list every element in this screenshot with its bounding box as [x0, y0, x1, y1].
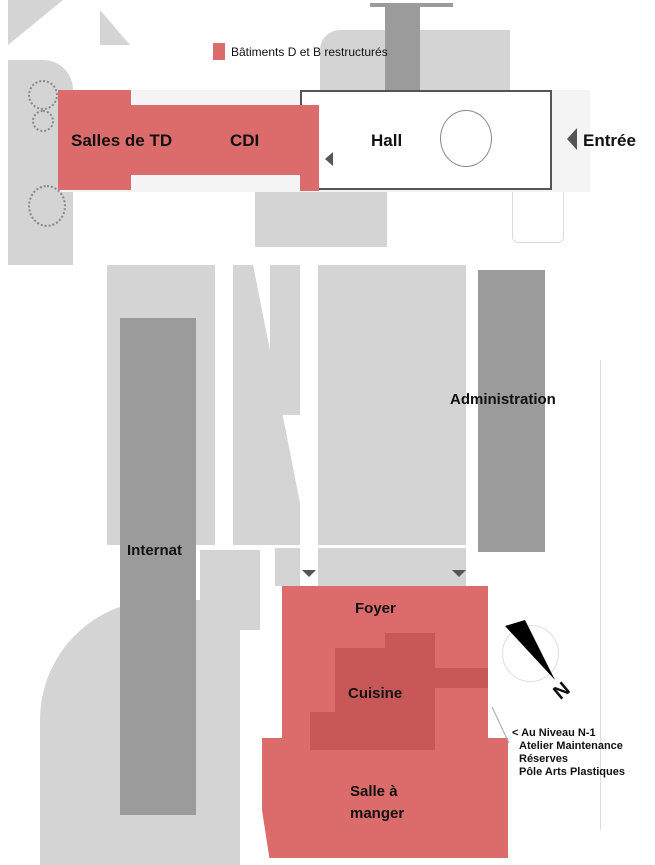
- note-line: Pôle Arts Plastiques: [519, 766, 625, 778]
- administration-building: [478, 270, 545, 552]
- legend-swatch: [213, 43, 225, 60]
- internat-building: [120, 318, 196, 815]
- cuisine-block: [335, 648, 435, 750]
- label-salle-a-manger: Salle à manger: [350, 783, 405, 822]
- label-internat: Internat: [127, 542, 183, 559]
- note-line: Réserves: [519, 753, 568, 765]
- label-administration: Administration: [450, 391, 556, 408]
- ground-block-5: [318, 548, 466, 586]
- note-line: Atelier Maintenance: [519, 740, 623, 752]
- salles-td-block: [58, 90, 131, 190]
- tree-icon: [28, 185, 66, 227]
- hall-building: [300, 90, 552, 190]
- hall-ground: [255, 192, 387, 247]
- top-building: [385, 4, 420, 92]
- compass-circle: [502, 625, 559, 682]
- cuisine-annex: [310, 712, 340, 750]
- ground-block-6: [275, 548, 300, 586]
- label-salles-td: Salles de TD: [71, 131, 173, 150]
- top-bar: [370, 3, 453, 7]
- right-road-line: [600, 360, 601, 830]
- door-arrow-icon: [302, 570, 316, 577]
- tree-icon: [28, 80, 58, 110]
- ground-block-3: [318, 265, 466, 545]
- hall-arrow-icon: [325, 152, 333, 166]
- note-leader-line: [491, 706, 510, 744]
- note-line: < Au Niveau N-1: [512, 727, 596, 739]
- compass-label: N: [549, 678, 575, 705]
- top-triangle: [100, 10, 130, 45]
- entrance-arrow-icon: [567, 128, 577, 150]
- cdi-annex: [300, 105, 319, 191]
- lower-level-note: < Au Niveau N-1 Atelier Maintenance Rése…: [512, 727, 625, 779]
- label-entree: Entrée: [583, 131, 636, 150]
- door-arrow-icon: [452, 570, 466, 577]
- legend-label: Bâtiments D et B restructurés: [231, 45, 388, 59]
- cuisine-top: [385, 633, 435, 651]
- tree-icon: [32, 110, 54, 132]
- label-cdi: CDI: [230, 131, 260, 150]
- top-left-ground: [8, 0, 63, 45]
- label-foyer: Foyer: [355, 600, 396, 617]
- cuisine-corridor: [435, 668, 488, 688]
- ground-block-2b: [270, 265, 300, 415]
- road-outline: [512, 192, 564, 243]
- salle-a-manger-block: [262, 738, 508, 858]
- cdi-block: [131, 105, 319, 175]
- label-cuisine: Cuisine: [348, 685, 403, 702]
- label-hall: Hall: [371, 131, 403, 150]
- revolving-door-icon: [440, 110, 492, 167]
